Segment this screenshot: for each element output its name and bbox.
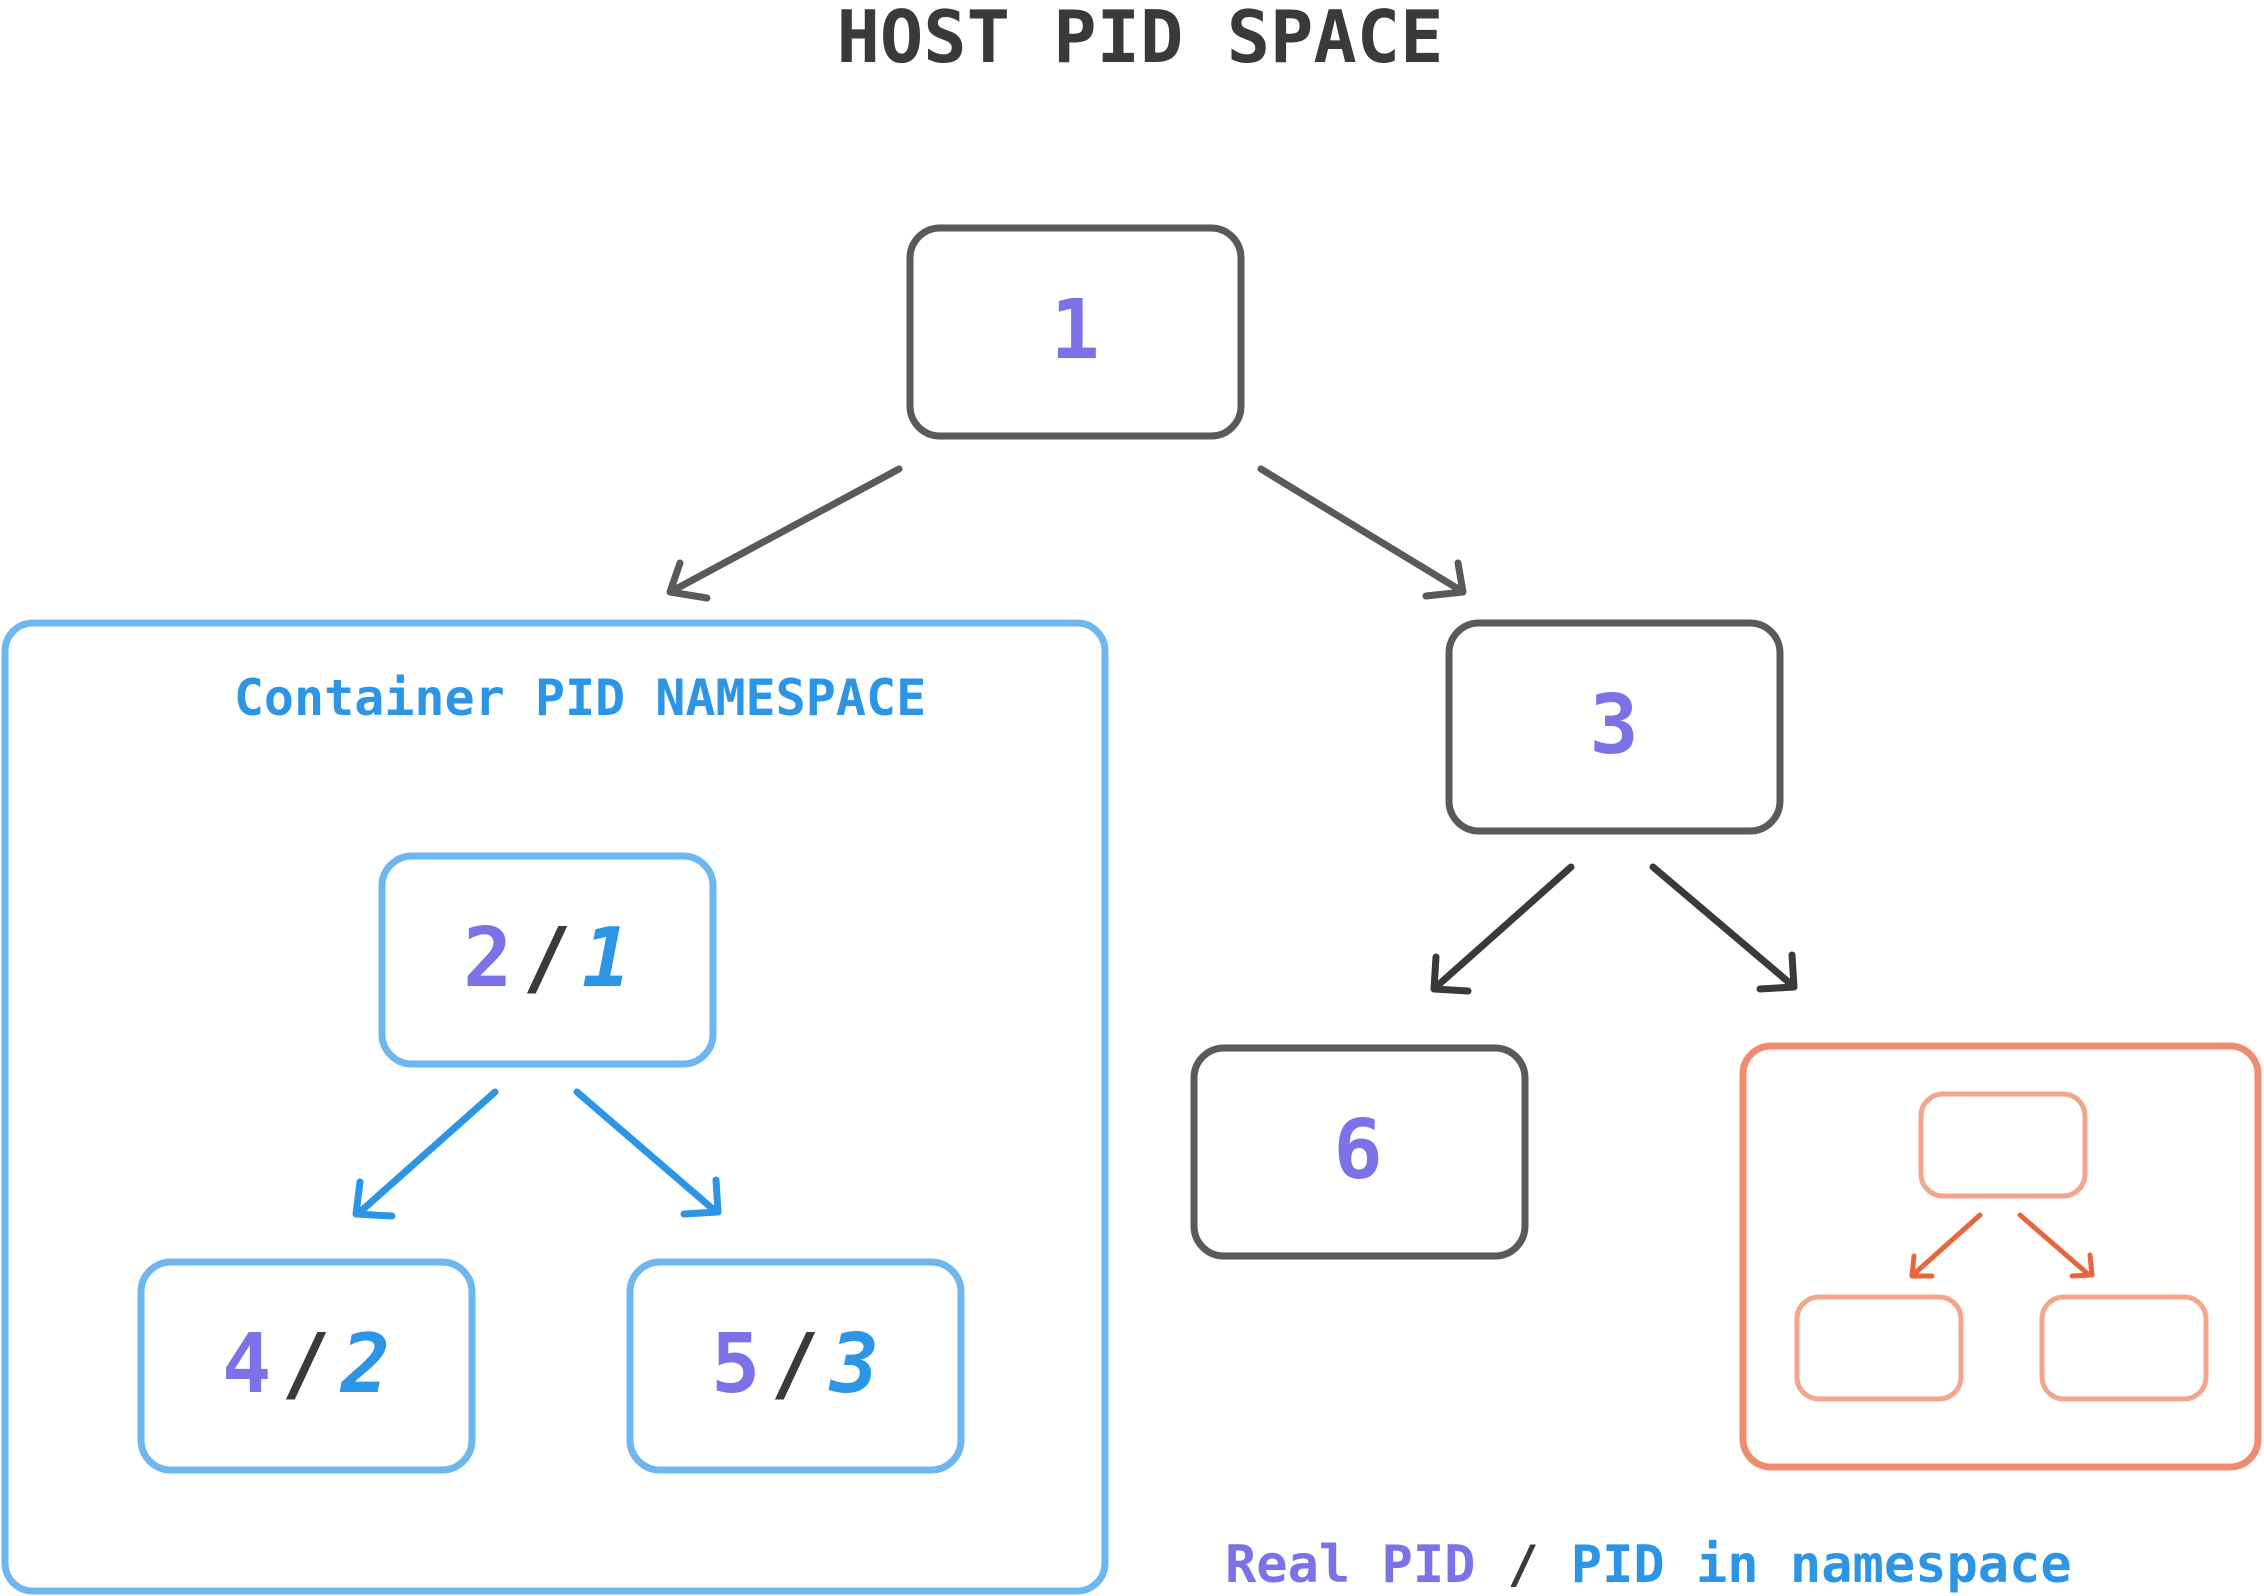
nested-node-root xyxy=(1918,1091,2088,1199)
ns-pid: 1 xyxy=(582,911,631,1006)
host-node-1 xyxy=(906,224,1245,440)
host-node-1-label: 1 xyxy=(1050,283,1099,378)
container-node-5-3-label: 5/3 xyxy=(711,1317,879,1412)
container-node-4-2-label: 4/2 xyxy=(222,1317,390,1412)
container-node-2-1 xyxy=(378,852,717,1068)
ns-pid: 2 xyxy=(339,1317,390,1412)
host-node-6 xyxy=(1190,1044,1529,1260)
host-node-3 xyxy=(1445,619,1784,835)
container-namespace-box xyxy=(1,619,1109,1595)
nested-arrow-right xyxy=(2017,1212,2095,1279)
host-node-6-label: 6 xyxy=(1333,1103,1382,1198)
nested-node-left xyxy=(1794,1294,1964,1402)
arrow-3-to-6 xyxy=(1430,863,1575,995)
real-pid: 2 xyxy=(463,911,512,1006)
container-node-5-3 xyxy=(626,1258,965,1474)
nested-arrow-left xyxy=(1909,1212,1983,1279)
real-pid: 5 xyxy=(711,1317,760,1412)
legend-separator: / xyxy=(1507,1535,1538,1595)
arrow-1-to-3 xyxy=(1257,465,1467,600)
nested-node-right xyxy=(2039,1294,2209,1402)
container-node-2-1-label: 2/1 xyxy=(463,911,631,1006)
legend: Real PID / PID in namespace xyxy=(1225,1535,2072,1595)
arrow-container-root-to-right xyxy=(573,1088,722,1218)
separator: / xyxy=(522,911,571,1006)
arrow-1-to-container xyxy=(666,465,903,602)
legend-ns-pid: PID in namespace xyxy=(1571,1535,2072,1595)
separator: / xyxy=(770,1317,819,1412)
container-node-4-2 xyxy=(137,1258,476,1474)
real-pid: 4 xyxy=(222,1317,271,1412)
arrow-container-root-to-left xyxy=(352,1088,499,1220)
host-node-3-label: 3 xyxy=(1589,678,1638,773)
ns-pid: 3 xyxy=(828,1317,879,1412)
nested-namespace-box xyxy=(1739,1042,2262,1471)
legend-real-pid: Real PID xyxy=(1225,1535,1475,1595)
container-namespace-label: Container PID NAMESPACE xyxy=(234,669,926,727)
arrow-3-to-nested xyxy=(1649,863,1798,993)
diagram-title: HOST PID SPACE xyxy=(837,0,1444,79)
separator: / xyxy=(281,1317,330,1412)
